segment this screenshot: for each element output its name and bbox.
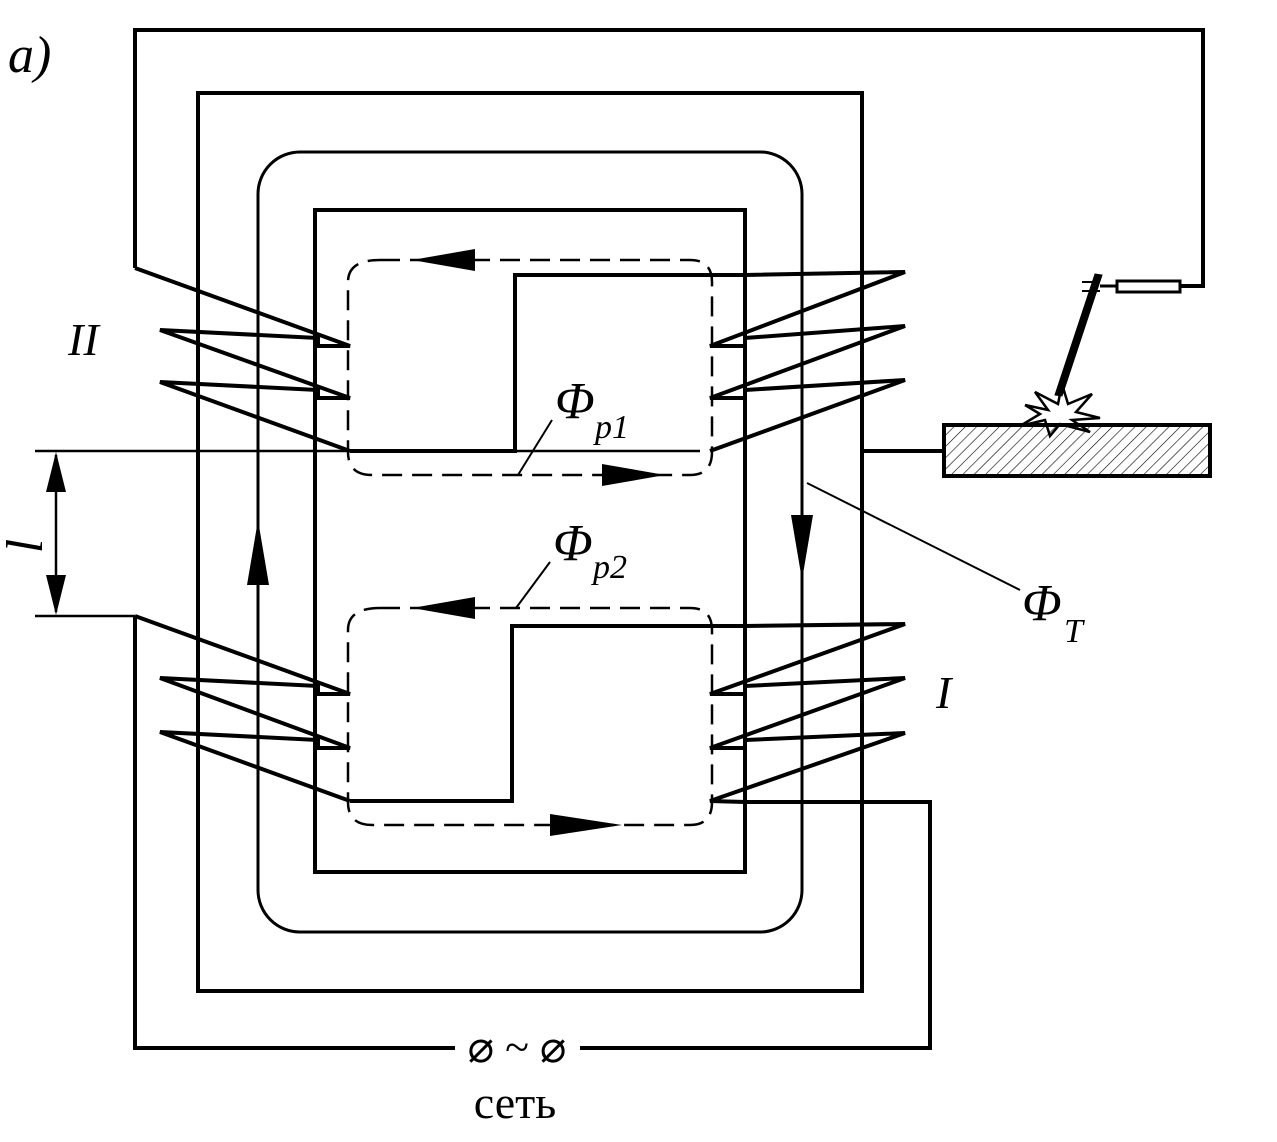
leakage-flux-p2-path (346, 606, 714, 827)
mains-wire-right (580, 800, 932, 1050)
electrode-rod (1054, 273, 1103, 397)
workpiece (942, 423, 1212, 478)
flux-t-subscript: T (1064, 613, 1085, 650)
main-flux-arrow-up (247, 520, 269, 585)
mains-wire-left (133, 616, 455, 1050)
upper-shunt-coil-outline (350, 273, 745, 453)
lower-shunt-coil-outline (350, 624, 745, 803)
mains-terminals: ⌀ ~ ⌀ (468, 1023, 567, 1072)
welding-arc-icon (1019, 383, 1101, 439)
primary-winding-upper (709, 270, 906, 453)
output-wire-top (133, 28, 1205, 288)
gap-arrow-top (46, 452, 66, 492)
panel-label: a) (8, 27, 51, 84)
secondary-winding-II-upper (134, 266, 351, 453)
secondary-winding-lower (134, 614, 351, 803)
mains-label: сеть (474, 1077, 556, 1128)
core-outer-frame (196, 91, 864, 993)
main-flux-arrow-down (791, 515, 813, 580)
flux-p1-subscript: p1 (593, 409, 629, 446)
gap-label: l (0, 539, 54, 553)
electrode-holder (1115, 279, 1182, 294)
secondary-winding-label: II (67, 314, 101, 365)
core-inner-window (313, 208, 747, 874)
flux-p2-leader (515, 561, 551, 609)
flux-p2-symbol: Φ (553, 515, 593, 572)
flux-t-leader (806, 482, 1021, 591)
flux-p2-arrow-right (550, 814, 622, 836)
flux-p1-symbol: Φ (555, 373, 595, 430)
flux-p2-subscript: p2 (591, 549, 627, 586)
primary-winding-label: I (935, 667, 954, 718)
flux-p1-arrow-right (602, 464, 665, 486)
flux-p1-leader (517, 419, 553, 476)
leakage-flux-p1-path (346, 258, 714, 477)
flux-p1-arrow-left (412, 249, 475, 271)
main-flux-path (256, 150, 804, 934)
primary-winding-I-lower (709, 622, 906, 804)
gap-arrow-bottom (46, 575, 66, 615)
flux-p2-arrow-left (412, 597, 475, 619)
flux-t-symbol: Φ (1022, 575, 1062, 632)
